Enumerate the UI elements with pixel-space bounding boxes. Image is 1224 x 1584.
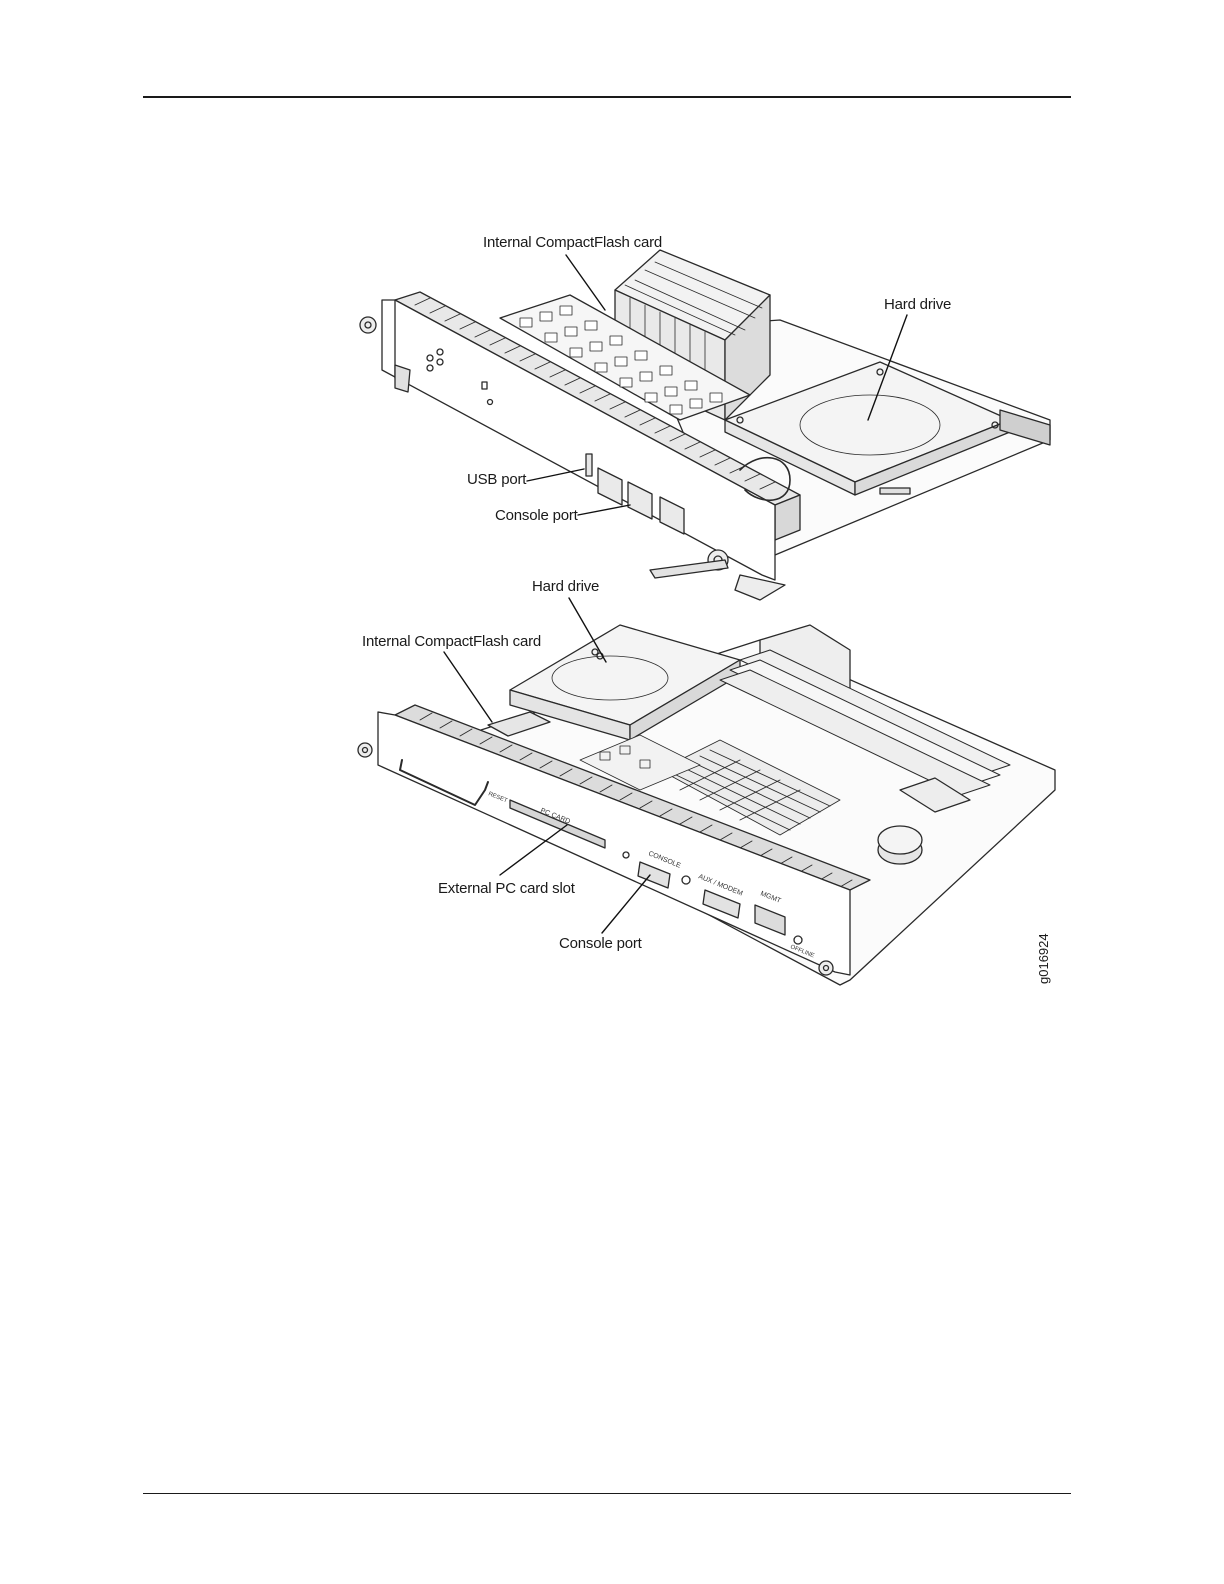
callout-top-compactflash: Internal CompactFlash card [483, 234, 662, 251]
callout-top-usb-port: USB port [467, 471, 526, 488]
figure-id: g016924 [1036, 924, 1051, 984]
callout-bottom-pc-card-slot: External PC card slot [438, 880, 575, 897]
bottom-capacitor [878, 826, 922, 864]
callout-top-hard-drive: Hard drive [884, 296, 951, 313]
callout-bottom-hard-drive: Hard drive [532, 578, 599, 595]
callout-top-console-port: Console port [495, 507, 578, 524]
callout-bottom-compactflash: Internal CompactFlash card [362, 633, 541, 650]
top-usb-port-shape [586, 454, 592, 476]
callout-bottom-console-port: Console port [559, 935, 642, 952]
